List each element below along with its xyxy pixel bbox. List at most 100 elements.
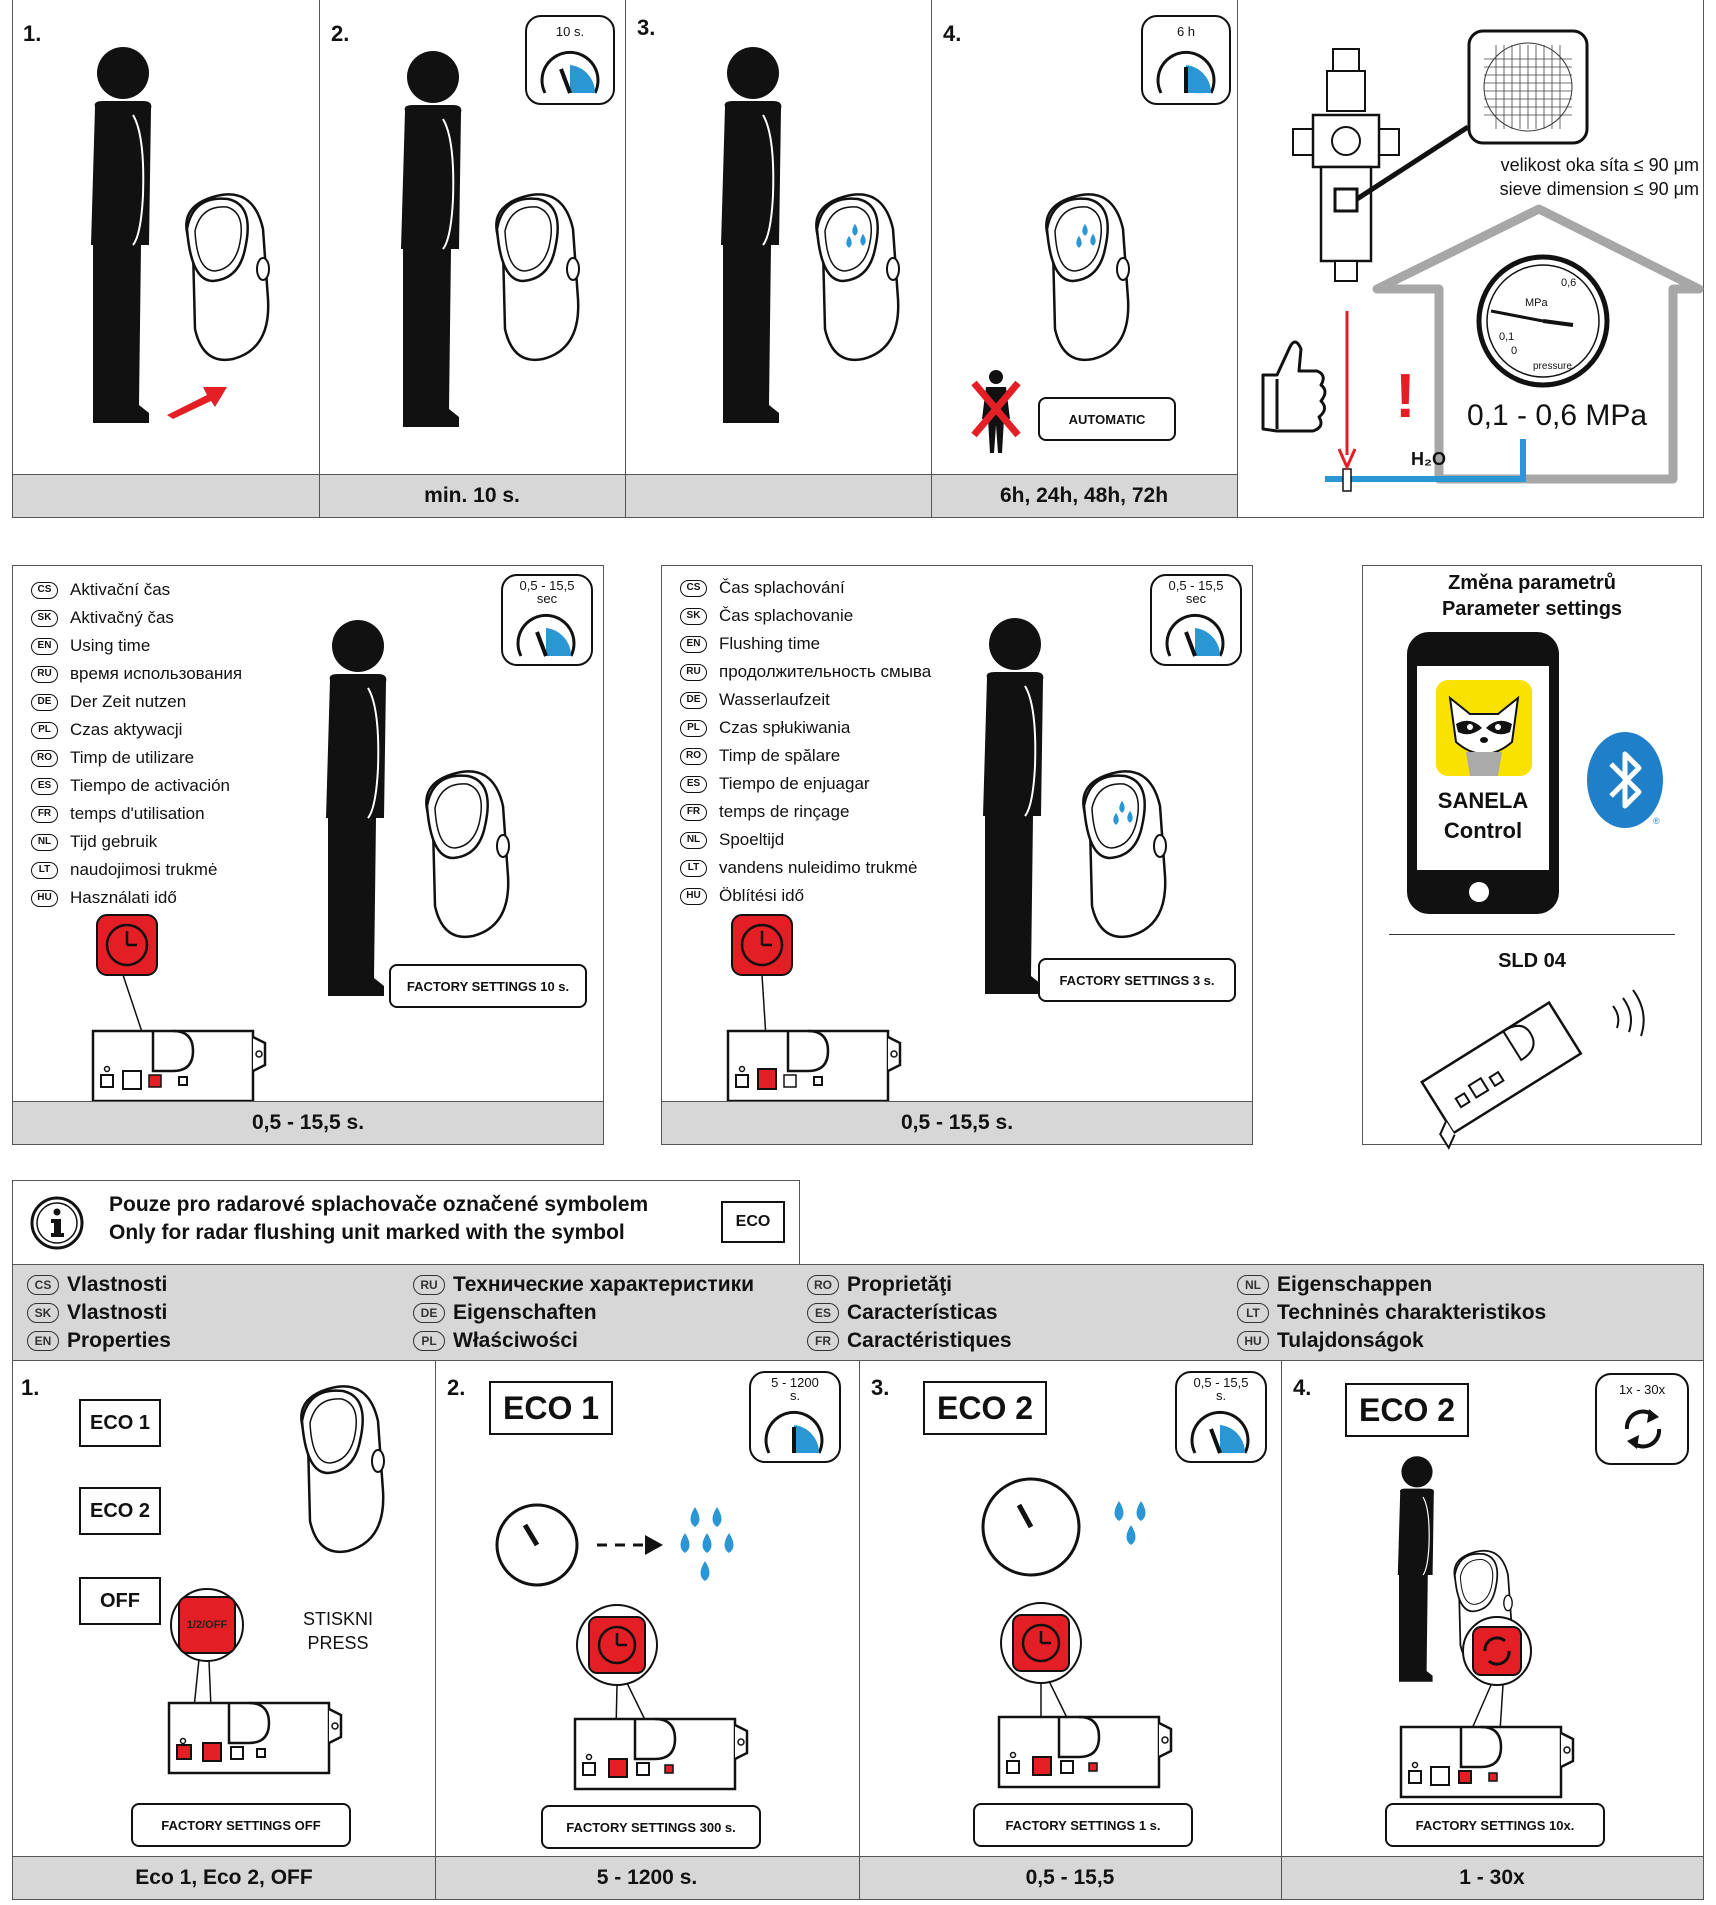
property-row: LT Techninės charakteristikos xyxy=(1237,1299,1546,1327)
remote-control-icon xyxy=(1420,989,1645,1150)
language-code-badge: RO xyxy=(680,747,707,765)
translation-text: Spoeltijd xyxy=(719,830,785,849)
translation-text: Wasserlaufzeit xyxy=(719,690,830,709)
timer-unit: s. xyxy=(1215,1388,1227,1403)
language-code-badge: SK xyxy=(680,607,707,625)
language-code-badge: NL xyxy=(680,831,707,849)
translation-text: Tiempo de enjuagar xyxy=(719,774,870,793)
top-footer-bar: min. 10 s. 6h, 24h, 48h, 72h xyxy=(13,474,1237,517)
timer-label: 0,5 - 15,5 xyxy=(1193,1375,1249,1390)
urinal-icon xyxy=(495,193,581,362)
timer-icon: 10 s. xyxy=(525,15,615,105)
info-icon xyxy=(30,1196,84,1250)
language-code-badge: RO xyxy=(31,749,58,767)
divider xyxy=(1389,934,1675,935)
parameter-settings-panel: Změna parametrů Parameter settings SANEL… xyxy=(1362,565,1702,1150)
remote-model: SLD 04 xyxy=(1498,950,1566,972)
property-text: Właściwości xyxy=(453,1329,578,1352)
eco-2-title: ECO 2 xyxy=(1345,1383,1469,1437)
divider xyxy=(1237,0,1238,517)
using-time-footer: 0,5 - 15,5 s. xyxy=(13,1101,603,1144)
property-row: PL Właściwości xyxy=(413,1327,754,1355)
timer-icon: 6 h xyxy=(1141,15,1231,105)
person-icon xyxy=(720,46,783,424)
translation-text: Timp de spălare xyxy=(719,746,841,765)
translation-text: temps de rinçage xyxy=(719,802,850,821)
language-code-badge: LT xyxy=(1237,1303,1269,1323)
eco-step-2-footer: 5 - 1200 s. xyxy=(596,1866,698,1889)
bluetooth-registered: ® xyxy=(1653,816,1660,826)
property-text: Tulajdonságok xyxy=(1277,1329,1424,1352)
translation-text: Der Zeit nutzen xyxy=(70,692,187,711)
translation-text: Czas spłukiwania xyxy=(719,718,851,737)
timer-icon: 5 - 1200 s. xyxy=(749,1371,841,1463)
app-name: SANELA Control xyxy=(1407,786,1559,846)
urinal-flushing-icon xyxy=(1045,193,1131,362)
property-text: Eigenschaften xyxy=(453,1301,597,1324)
timer-icon: 0,5 - 15,5 s. xyxy=(1175,1371,1267,1463)
gauge-tick-0: 0 xyxy=(1511,345,1518,357)
sanela-app-icon[interactable] xyxy=(1436,680,1532,776)
eco-symbol: ECO xyxy=(721,1201,785,1243)
eco-step-1-number: 1. xyxy=(21,1375,40,1400)
timer-unit: s. xyxy=(789,1388,801,1403)
translation-row: DE Der Zeit nutzen xyxy=(31,688,242,716)
urinal-icon xyxy=(300,1385,386,1554)
eco-step-3-footer: 0,5 - 15,5 xyxy=(1025,1866,1115,1889)
eco-step-2-number: 2. xyxy=(447,1375,466,1400)
factory-settings-label: FACTORY SETTINGS 300 s. xyxy=(541,1805,761,1849)
divider xyxy=(931,0,932,517)
step-3-number: 3. xyxy=(637,15,656,40)
bluetooth-icon xyxy=(1587,732,1663,828)
top-steps-panel: min. 10 s. 6h, 24h, 48h, 72h 1. 2. 10 s.… xyxy=(12,0,1704,518)
divider xyxy=(625,0,626,517)
eco-footer-bar: Eco 1, Eco 2, OFF 5 - 1200 s. 0,5 - 15,5… xyxy=(13,1856,1703,1899)
gauge-pressure-label: pressure xyxy=(1533,361,1572,372)
eco-step-1-footer: Eco 1, Eco 2, OFF xyxy=(135,1866,313,1889)
urinal-icon xyxy=(185,193,271,362)
gauge-unit: MPa xyxy=(1525,297,1548,309)
language-code-badge: EN xyxy=(31,637,58,655)
language-code-badge: HU xyxy=(1237,1331,1269,1351)
language-code-badge: PL xyxy=(31,721,58,739)
repeat-icon xyxy=(1624,1409,1662,1449)
factory-settings-label: FACTORY SETTINGS OFF xyxy=(131,1803,351,1847)
control-unit-diagram xyxy=(997,1602,1173,1789)
timer-label: 6 h xyxy=(1176,24,1196,39)
translation-text: Timp de utilizare xyxy=(70,748,195,767)
press-cs: STISKNI xyxy=(302,1609,373,1629)
property-text: Techninės charakteristikos xyxy=(1277,1301,1547,1324)
language-code-badge: LT xyxy=(680,859,707,877)
property-row: HU Tulajdonságok xyxy=(1237,1327,1546,1355)
no-person-icon xyxy=(971,370,1021,453)
eco-note-box: Pouze pro radarové splachovače označené … xyxy=(12,1180,800,1266)
person-icon xyxy=(400,50,463,428)
person-icon xyxy=(90,46,153,424)
off-mode: OFF xyxy=(79,1577,161,1625)
control-unit-diagram xyxy=(1399,1616,1575,1799)
language-code-badge: ES xyxy=(680,775,707,793)
language-code-badge: PL xyxy=(413,1331,445,1351)
app-name-line-1: SANELA xyxy=(1437,788,1529,813)
property-text: Caractéristiques xyxy=(847,1329,1012,1352)
eco-step-3-number: 3. xyxy=(871,1375,890,1400)
step-4-number: 4. xyxy=(943,21,962,46)
language-code-badge: DE xyxy=(31,693,58,711)
eco-1-mode: ECO 1 xyxy=(79,1399,161,1447)
press-en: PRESS xyxy=(307,1633,369,1653)
pressure-range: 0,1 - 0,6 MPa xyxy=(1467,399,1648,432)
language-code-badge: FR xyxy=(31,805,58,823)
